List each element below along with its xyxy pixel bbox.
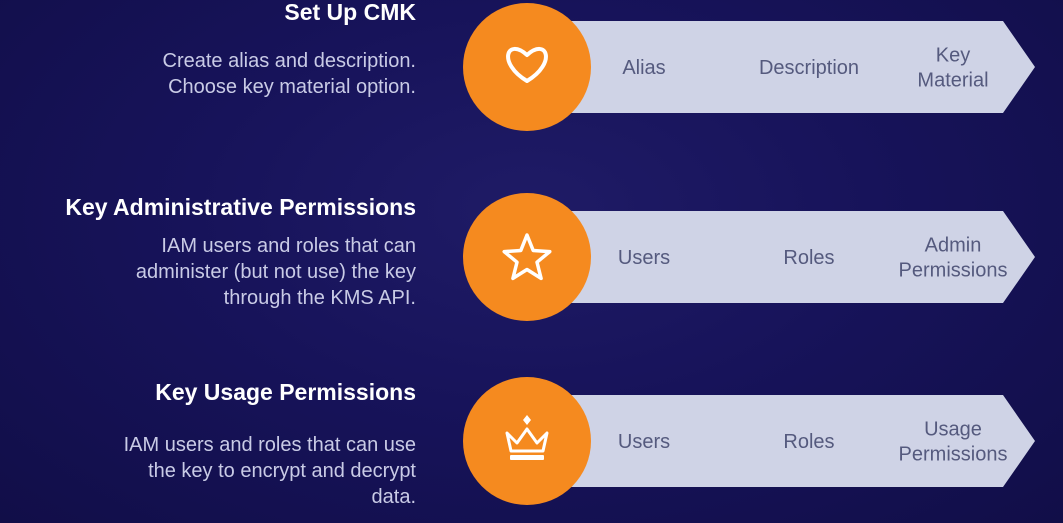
chevron-step — [826, 211, 1035, 303]
chevron-step-label: Usage — [924, 419, 982, 441]
icon-circle — [463, 3, 591, 131]
description-line: data. — [371, 486, 416, 508]
chevron-step-label: Permissions — [899, 260, 1008, 282]
chevron-step-label: Key — [936, 45, 970, 67]
chevron-step-label: Roles — [783, 247, 834, 269]
icon-circle — [463, 193, 591, 321]
section-description: IAM users and roles that can use the key… — [124, 432, 416, 510]
description-line: the key to encrypt and decrypt — [148, 460, 416, 482]
chevron-step — [676, 211, 883, 303]
section-description: Create alias and description. Choose key… — [163, 48, 416, 100]
description-line: Choose key material option. — [168, 76, 416, 98]
description-line: through the KMS API. — [223, 287, 416, 309]
section-title: Set Up CMK — [284, 0, 416, 25]
chevron-step — [540, 211, 735, 303]
description-line: Create alias and description. — [162, 50, 416, 72]
section-title: Key Administrative Permissions — [65, 194, 416, 220]
chevron-step — [540, 395, 735, 487]
crown-icon — [505, 415, 549, 460]
chevron-step-label: Permissions — [899, 444, 1008, 466]
chevron-step-label: Admin — [925, 235, 982, 257]
description-line: IAM users and roles that can use — [123, 434, 416, 456]
section-description: IAM users and roles that can administer … — [65, 233, 416, 311]
section-admin-permissions-text: Key Administrative Permissions IAM users… — [65, 193, 416, 311]
chevron-step-label: Roles — [783, 431, 834, 453]
heart-icon — [506, 47, 548, 83]
icon-circle — [463, 377, 591, 505]
chevron-step — [826, 395, 1035, 487]
description-line: administer (but not use) the key — [135, 261, 416, 283]
chevron-step-label: Description — [759, 57, 859, 79]
section-setup-cmk-text: Set Up CMK Create alias and description.… — [163, 0, 416, 100]
chevron-step-label: Material — [917, 70, 988, 92]
chevron-step — [676, 395, 883, 487]
chevron-step — [826, 21, 1035, 113]
section-title: Key Usage Permissions — [155, 379, 416, 405]
chevron-step-label: Alias — [622, 57, 665, 79]
chevron-step-label: Users — [618, 431, 670, 453]
description-line: IAM users and roles that can — [161, 235, 416, 257]
chevron-step — [676, 21, 883, 113]
chevron-step-label: Users — [618, 247, 670, 269]
chevron-step — [540, 21, 735, 113]
star-icon — [502, 233, 552, 281]
section-usage-permissions-text: Key Usage Permissions IAM users and role… — [124, 378, 416, 510]
